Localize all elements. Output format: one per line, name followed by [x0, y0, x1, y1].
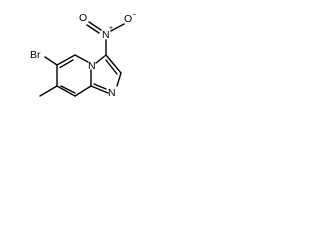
double-bond-oxygen-label: O [79, 12, 87, 24]
bond-n1-c8a-double [93, 83, 107, 90]
bond-c5-c6-double [59, 59, 74, 69]
ring-nitrogen-label: N [88, 60, 96, 72]
bond-c2-n1 [116, 72, 122, 87]
bond-c3-c2 [105, 54, 122, 74]
bond-c8-c8a [74, 85, 92, 97]
bond-c7-c8-double [60, 85, 76, 94]
bond-c7-methyl [39, 85, 58, 97]
oxygen-charge: − [132, 12, 136, 19]
nitro-nitrogen-charge: + [109, 25, 113, 32]
single-bond-oxygen-label: O [124, 13, 132, 25]
bond-n4-c3 [95, 54, 107, 64]
bond-n4-c5 [74, 54, 89, 63]
bond-c3-c2-double [105, 59, 118, 75]
bond-nitro-o-double-2 [86, 24, 100, 34]
pyridine-ring [56, 54, 92, 97]
bond-n1-c8a [90, 85, 109, 94]
bond-c6-br [44, 56, 58, 66]
nitro-nitrogen-label: N [102, 29, 110, 41]
bond-c5-c6 [56, 54, 76, 66]
bond-nitro-o-single [110, 23, 125, 32]
bond-nitro-o-double [88, 21, 102, 31]
bromine-label: Br [30, 49, 41, 61]
imidazole-nitrogen-label: N [108, 87, 116, 99]
structure-diagram: Br N N N + O O − [30, 12, 136, 99]
bond-c7-c8 [56, 85, 76, 97]
imidazole-ring [90, 54, 122, 94]
